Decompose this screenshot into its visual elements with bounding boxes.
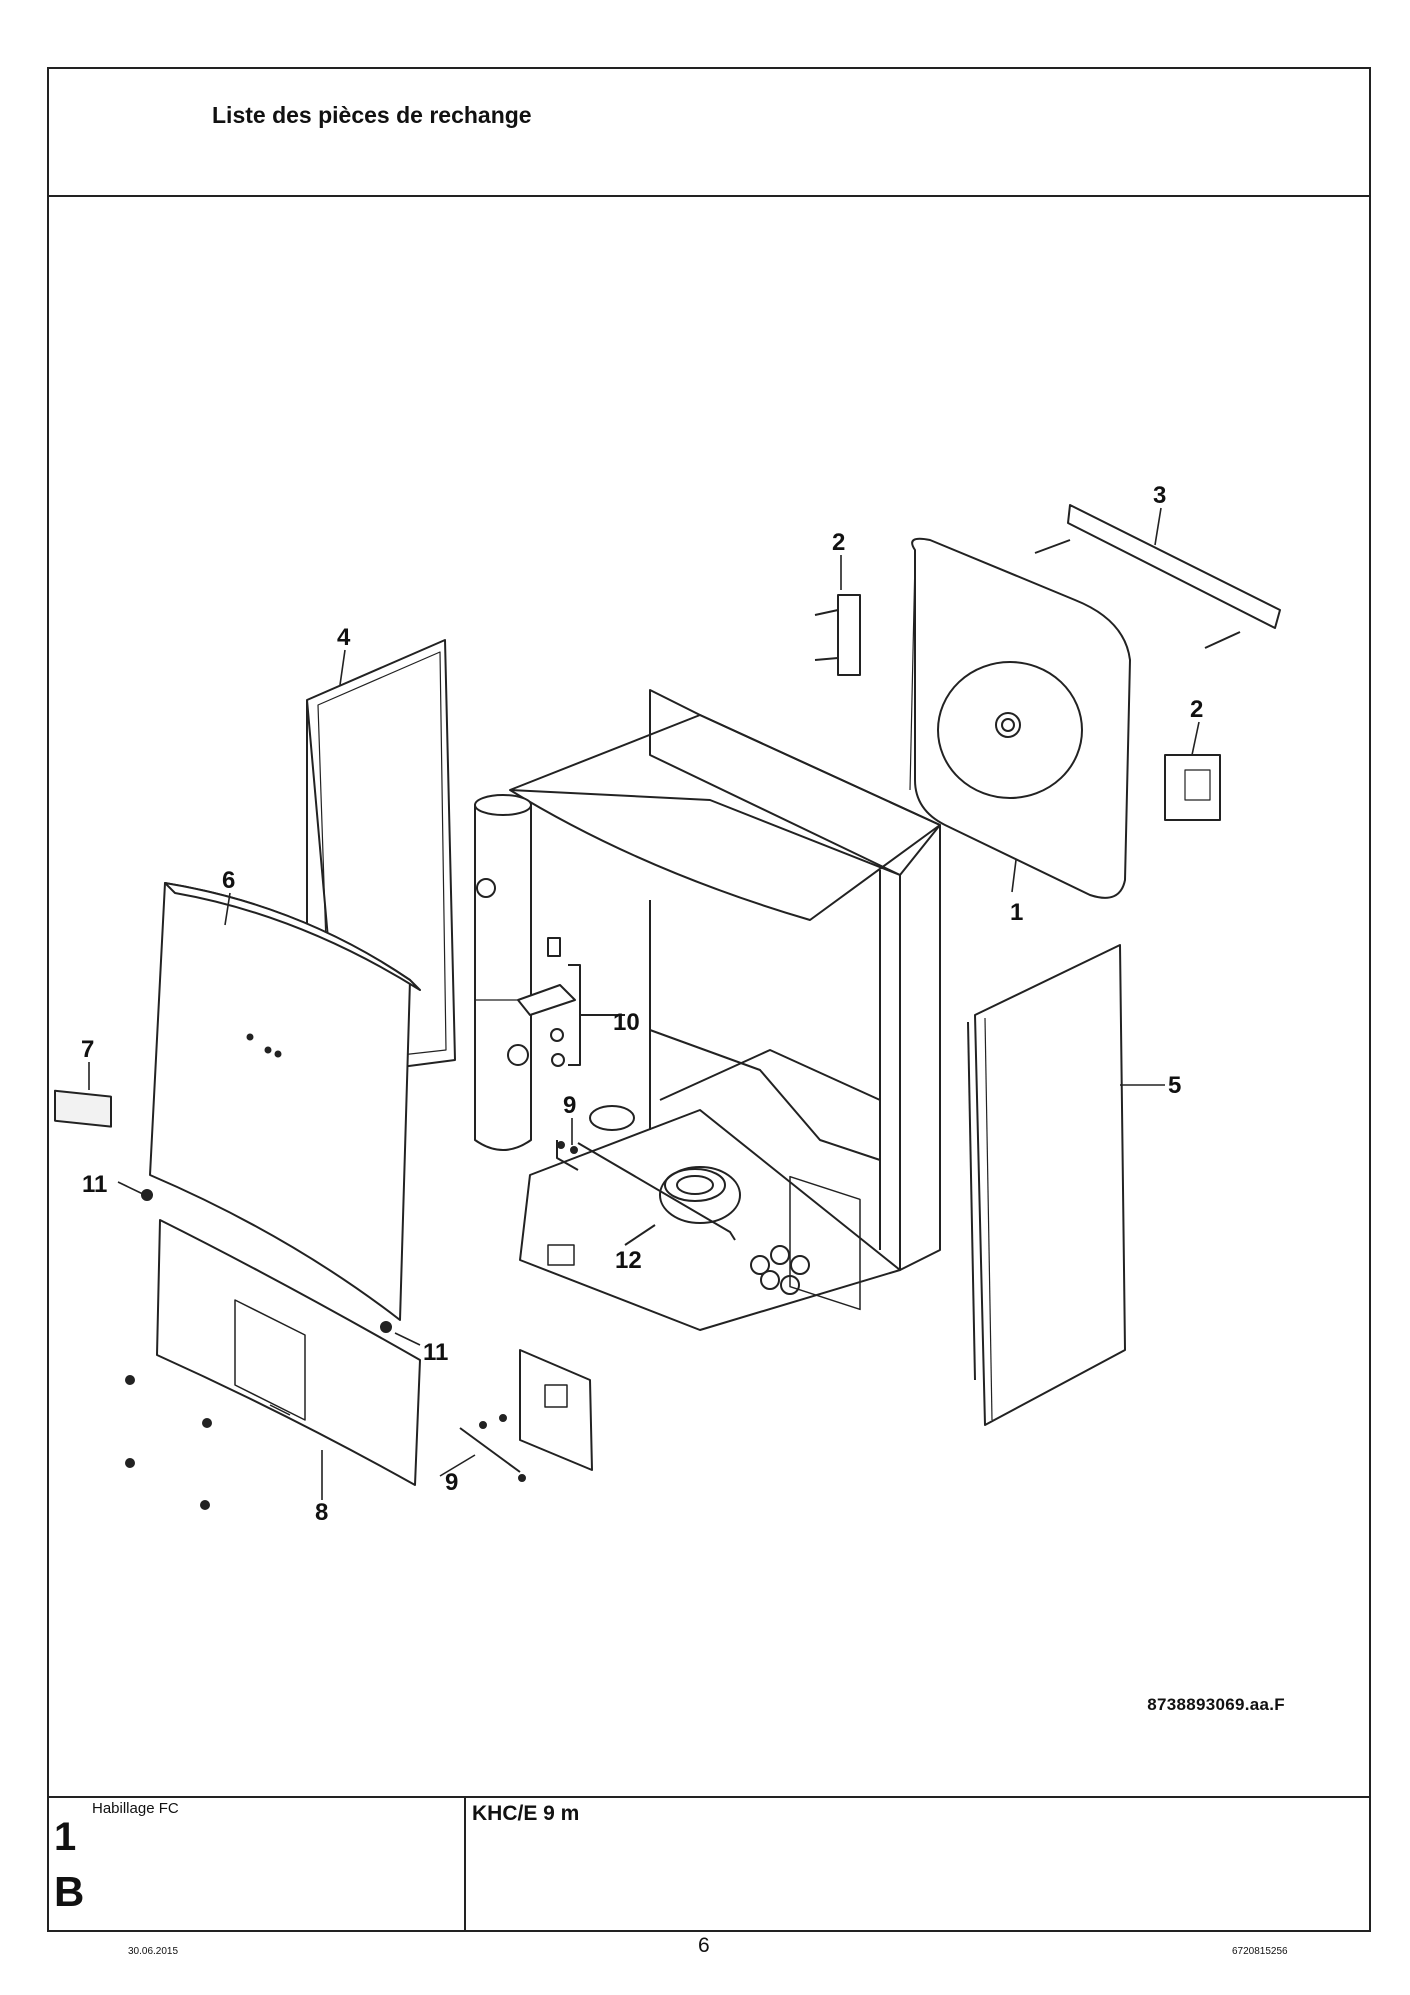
callout-5: 5 — [1168, 1072, 1181, 1099]
part-3-bar — [1034, 504, 1281, 649]
part-1-control-box — [909, 537, 1131, 899]
page-number: 6 — [698, 1934, 710, 1957]
section-letter: B — [54, 1868, 85, 1915]
callout-6: 6 — [222, 867, 235, 894]
page-frame — [47, 67, 1371, 1932]
part-6-front-cover — [149, 882, 421, 1321]
model-name: KHC/E 9 m — [472, 1802, 580, 1825]
callout-2-upper: 2 — [832, 529, 845, 556]
part-7-label — [54, 1089, 112, 1128]
callout-3: 3 — [1153, 482, 1166, 509]
part-8-lower-cover — [156, 1219, 421, 1486]
callout-8: 8 — [315, 1499, 328, 1526]
part-11-screws — [141, 1189, 392, 1333]
part-5-side-panel — [967, 944, 1126, 1426]
part-10-kit — [517, 937, 625, 1067]
titleblock-divider — [47, 1796, 1371, 1798]
callout-11-right: 11 — [423, 1339, 448, 1366]
callout-10: 10 — [613, 1009, 640, 1036]
leader-lines — [88, 507, 1200, 1500]
part-8-screws — [125, 1375, 212, 1510]
callout-1: 1 — [1010, 899, 1023, 926]
section-name: Habillage FC — [92, 1800, 179, 1817]
footer-date: 30.06.2015 — [128, 1946, 179, 1957]
drawing-reference: 8738893069.aa.F — [1147, 1695, 1285, 1714]
expansion-vessel — [474, 794, 532, 1151]
part-9-screws-upper — [556, 1140, 579, 1171]
callout-4: 4 — [337, 624, 351, 651]
callout-9-lower: 9 — [445, 1469, 458, 1496]
boiler-chassis — [509, 689, 941, 1331]
mounting-bracket — [459, 1349, 593, 1482]
part-12-flanges — [577, 1105, 736, 1246]
part-2-connectors — [814, 594, 1221, 821]
page-title: Liste des pièces de rechange — [212, 102, 532, 128]
header-divider — [47, 195, 1371, 197]
callout-labels: 1 2 2 3 4 5 6 7 8 9 9 10 11 11 12 — [81, 482, 1203, 1526]
exploded-parts-diagram: 1 2 2 3 4 5 6 7 8 9 9 10 11 11 12 — [54, 482, 1281, 1526]
callout-12: 12 — [615, 1247, 642, 1274]
callout-7: 7 — [81, 1036, 94, 1063]
document-code: 6720815256 — [1232, 1946, 1288, 1957]
section-number: 1 — [54, 1815, 77, 1859]
callout-11-left: 11 — [82, 1171, 107, 1198]
callout-2-lower: 2 — [1190, 696, 1203, 723]
callout-9-upper: 9 — [563, 1092, 576, 1119]
titleblock-column-divider — [464, 1796, 466, 1932]
